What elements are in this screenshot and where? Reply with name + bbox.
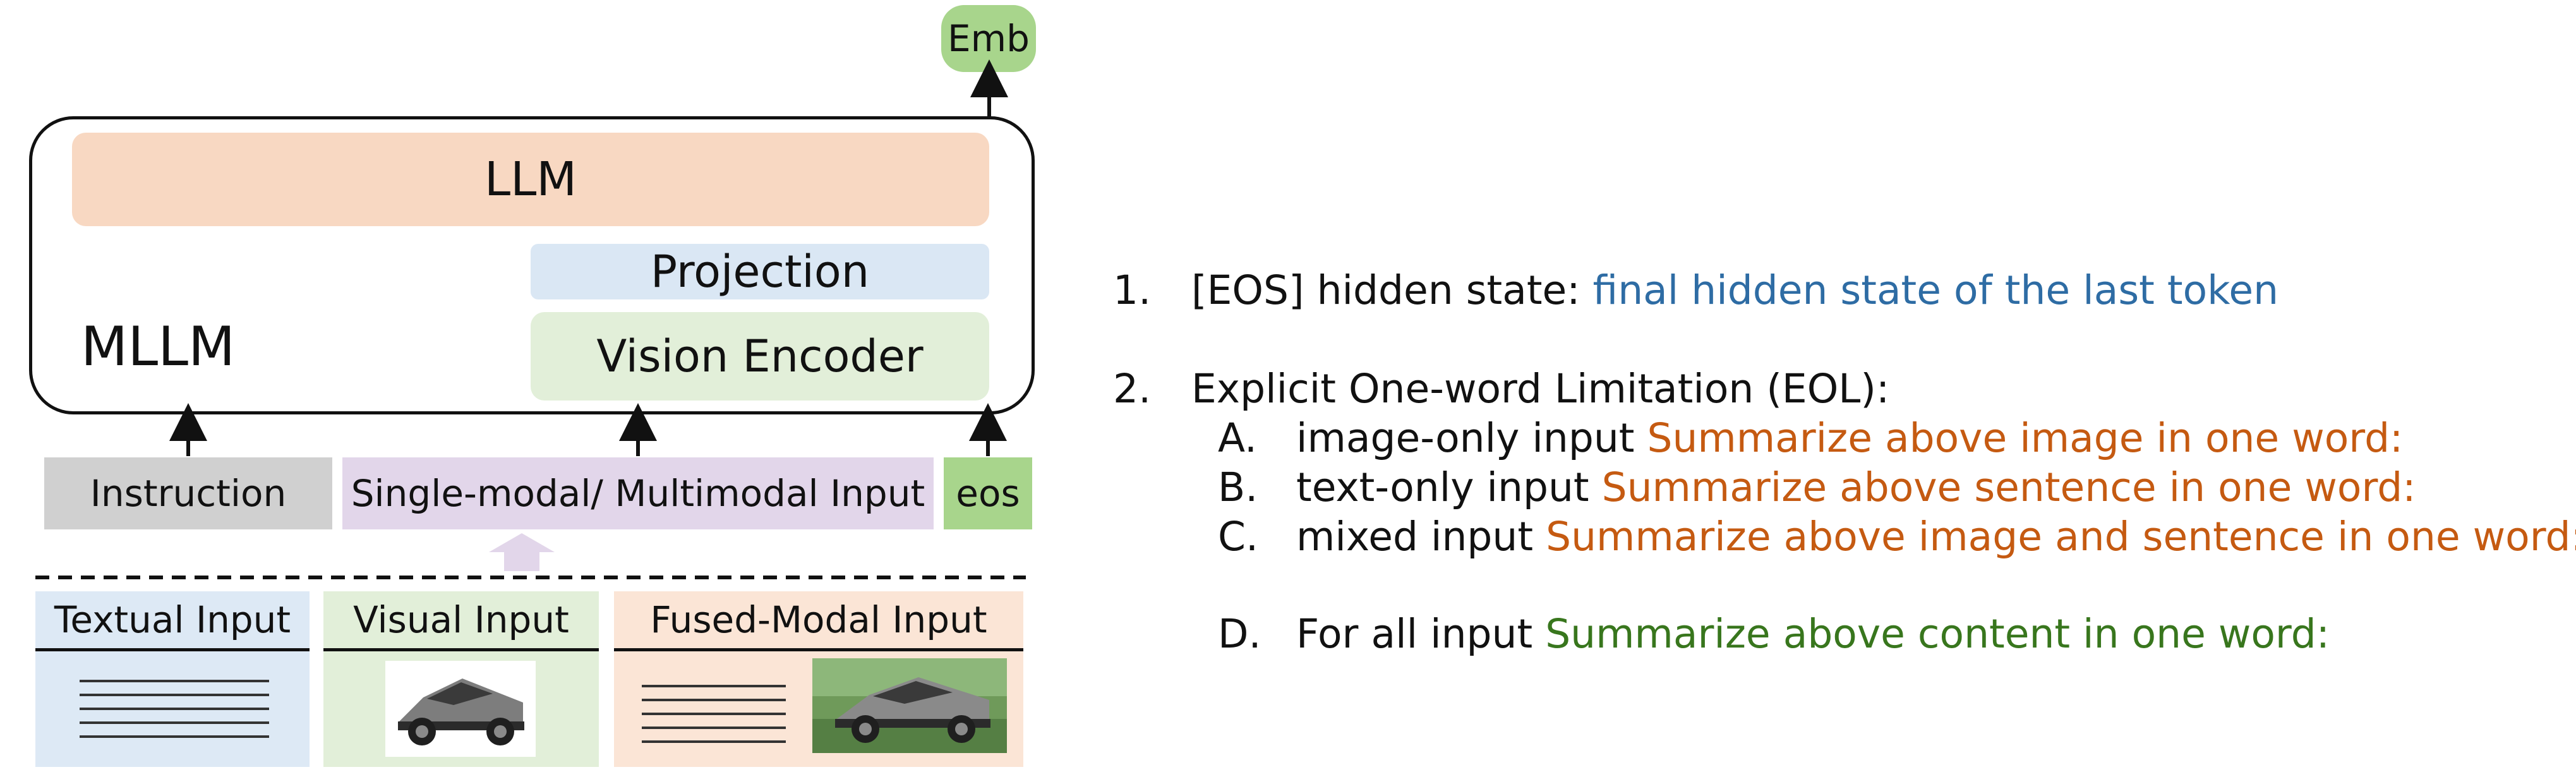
note-item-2: 2. Explicit One-word Limitation (EOL): <box>1113 369 1889 409</box>
sub-item-a-text: image-only input <box>1296 415 1647 461</box>
note-item-2-number: 2. <box>1113 366 1152 412</box>
input-box: Single-modal/ Multimodal Input <box>342 457 934 529</box>
sub-item-d-letter: D. <box>1218 611 1261 657</box>
visual-input-divider <box>323 648 599 651</box>
sub-item-d-text: For all input <box>1296 611 1546 657</box>
emb-output-box: Emb <box>941 5 1036 72</box>
projection-label: Projection <box>650 246 870 298</box>
sub-item-d: D. For all input Summarize above content … <box>1218 614 2330 654</box>
eos-label: eos <box>956 472 1020 515</box>
note-item-2-label: Explicit One-word Limitation (EOL): <box>1191 366 1890 412</box>
note-item-1-highlight: final hidden state of the last token <box>1592 267 2279 313</box>
fused-text-lines-icon <box>642 685 786 748</box>
fused-input-divider <box>614 648 1023 651</box>
vision-encoder-label: Vision Encoder <box>596 330 924 382</box>
sub-item-a: A. image-only input Summarize above image… <box>1218 418 2403 458</box>
vision-encoder-box: Vision Encoder <box>531 312 989 401</box>
mllm-container <box>29 116 1035 414</box>
emb-label: Emb <box>948 17 1030 60</box>
projection-box: Projection <box>531 244 989 299</box>
sub-item-b-text: text-only input <box>1296 464 1602 510</box>
visual-input-title: Visual Input <box>353 598 569 641</box>
fused-truck-image-icon <box>812 658 1007 753</box>
sub-item-b-letter: B. <box>1218 464 1258 510</box>
note-item-1-number: 1. <box>1113 267 1152 313</box>
textual-input-panel: Textual Input <box>35 591 310 767</box>
instruction-box: Instruction <box>44 457 332 529</box>
text-lines-icon <box>80 680 269 756</box>
examples-up-arrow <box>489 533 555 571</box>
visual-input-panel: Visual Input <box>323 591 599 767</box>
sub-item-b: B. text-only input Summarize above senten… <box>1218 467 2416 507</box>
input-label: Single-modal/ Multimodal Input <box>351 472 925 515</box>
sub-item-a-letter: A. <box>1218 415 1258 461</box>
sub-item-c-text: mixed input <box>1296 514 1546 560</box>
sub-item-c: C. mixed input Summarize above image and … <box>1218 517 2576 557</box>
sub-item-b-prompt: Summarize above sentence in one word: <box>1601 464 2416 510</box>
sub-item-c-prompt: Summarize above image and sentence in on… <box>1546 514 2576 560</box>
textual-input-title: Textual Input <box>54 598 291 641</box>
sub-item-c-letter: C. <box>1218 514 1259 560</box>
instruction-label: Instruction <box>90 472 287 515</box>
eos-box: eos <box>944 457 1032 529</box>
truck-image-icon <box>385 661 536 757</box>
fused-input-title: Fused-Modal Input <box>650 598 987 641</box>
fused-input-panel: Fused-Modal Input <box>614 591 1023 767</box>
mllm-label: MLLM <box>81 315 236 378</box>
llm-label: LLM <box>484 152 577 207</box>
note-item-1-label: [EOS] hidden state: <box>1191 267 1593 313</box>
sub-item-a-prompt: Summarize above image in one word: <box>1647 415 2404 461</box>
sub-item-d-prompt: Summarize above content in one word: <box>1545 611 2330 657</box>
llm-box: LLM <box>72 133 989 226</box>
textual-input-divider <box>35 648 310 651</box>
note-item-1: 1. [EOS] hidden state: final hidden state… <box>1113 270 2278 310</box>
